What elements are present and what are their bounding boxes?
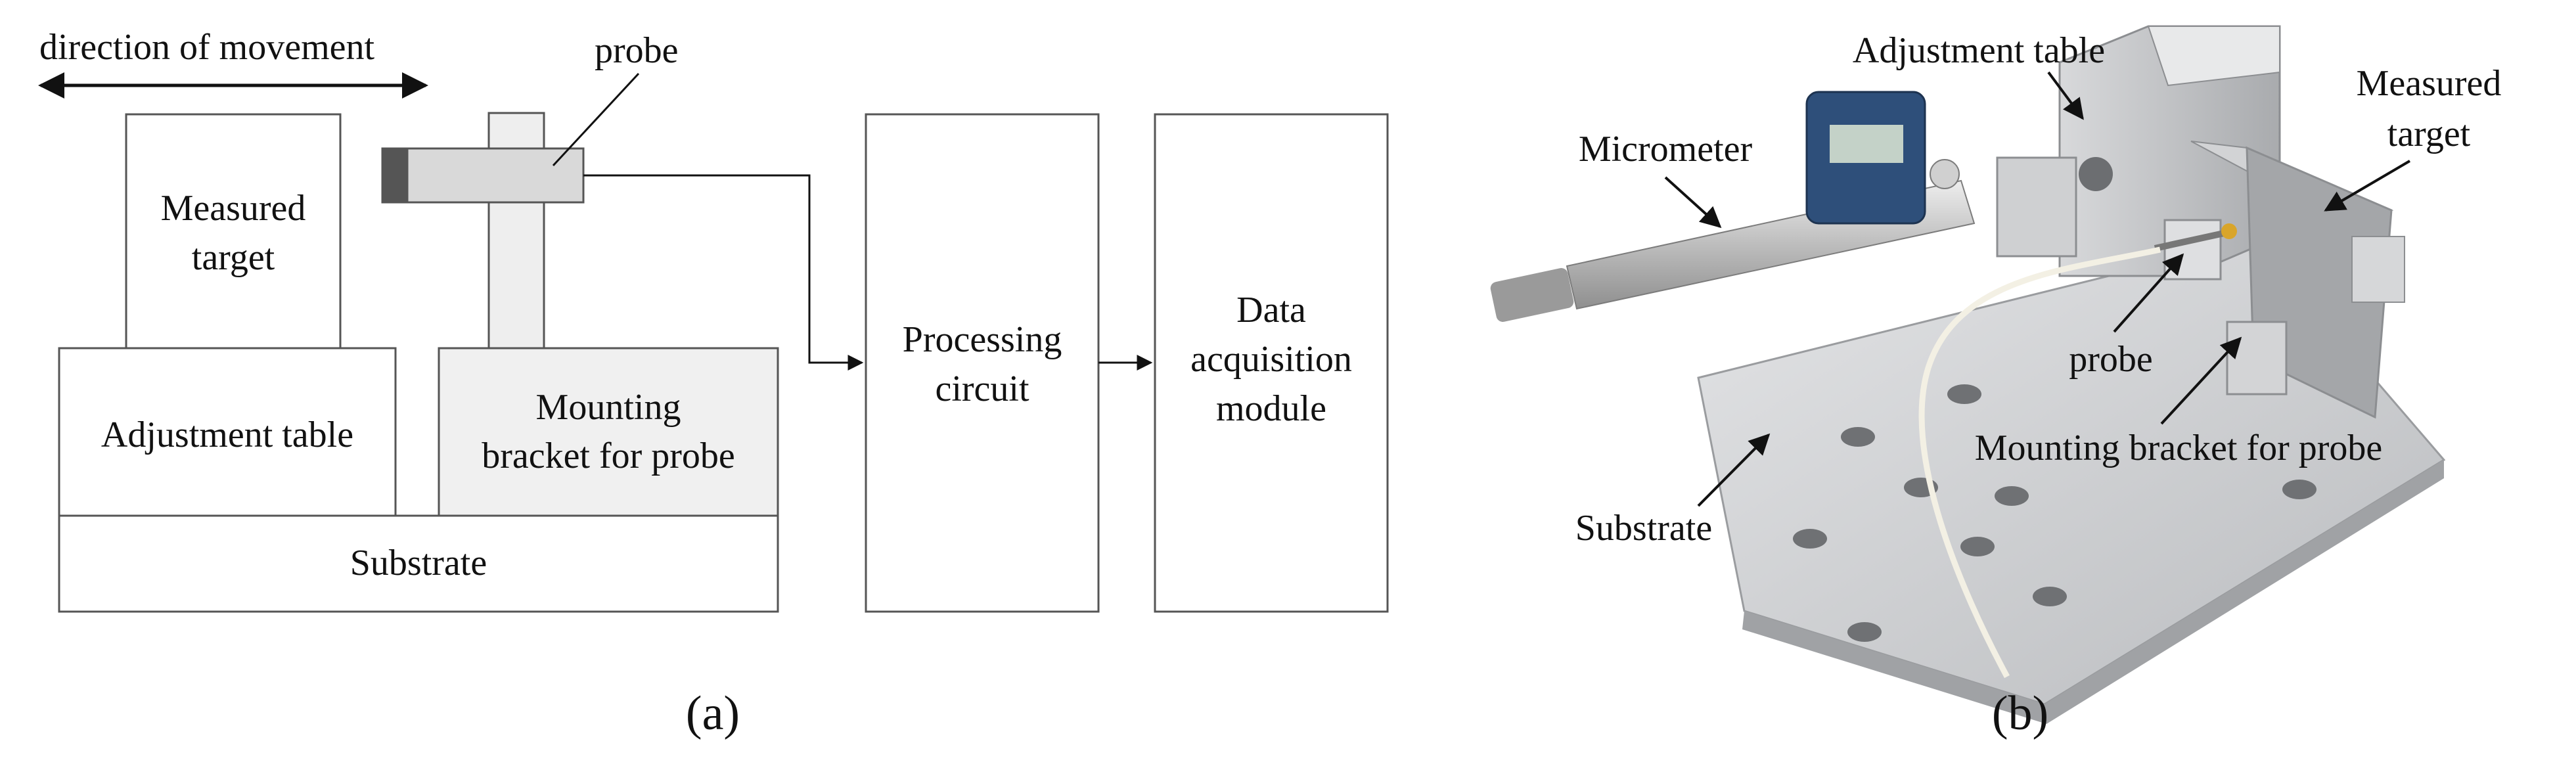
mounting-bracket-label-line2: bracket for probe — [482, 436, 735, 476]
data-acquisition-box — [1154, 113, 1389, 613]
probe-leader-line — [552, 72, 640, 167]
data-acquisition-label-line3: module — [1216, 388, 1326, 429]
substrate-label: Substrate — [350, 543, 487, 583]
direction-of-movement-label: direction of movement — [39, 27, 375, 68]
caption-b: (b) — [1992, 687, 2048, 740]
substrate-leader — [1697, 433, 1771, 507]
panel-b-photo: Adjustment table Micrometer Measured tar… — [1490, 25, 2502, 740]
micrometer-photo-label: Micrometer — [1579, 129, 1753, 169]
signal-connector — [583, 174, 864, 371]
micrometer — [1490, 91, 1976, 322]
mounting-bracket-box — [438, 347, 779, 517]
processing-circuit-box — [865, 113, 1100, 613]
processing-circuit-label-line1: Processing — [903, 319, 1062, 360]
probe-photo-leader — [2113, 253, 2184, 333]
probe-cable — [1918, 246, 2161, 679]
adjustment-table-photo-label: Adjustment table — [1853, 30, 2105, 71]
probe-mounting-bracket — [2154, 219, 2288, 395]
probe-label: probe — [595, 30, 679, 71]
measured-target-leader — [2324, 160, 2411, 212]
probe-tip — [381, 147, 409, 204]
measured-target-label-line1: Measured — [161, 188, 306, 229]
adjustment-table-leader — [2047, 71, 2084, 120]
probe-body — [406, 147, 585, 204]
mounting-bracket-photo-label: Mounting bracket for probe — [1975, 428, 2382, 468]
micrometer-leader — [1664, 176, 1722, 229]
panel-a-schematic: direction of movement Measured target Ad… — [38, 27, 1389, 740]
probe-photo-label: probe — [2069, 339, 2153, 380]
mounting-bracket-leader — [2160, 336, 2242, 425]
measured-target-label-line2: target — [192, 237, 275, 278]
data-acquisition-label-line2: acquisition — [1190, 339, 1352, 380]
substrate-box — [58, 514, 779, 613]
processing-circuit-label-line2: circuit — [935, 369, 1029, 409]
measured-target-photo-label-line2: target — [2387, 114, 2471, 154]
adjustment-table-label: Adjustment table — [101, 415, 353, 455]
caption-a: (a) — [686, 687, 740, 740]
measured-target-photo-label-line1: Measured — [2357, 63, 2502, 104]
measured-target-box — [125, 113, 342, 349]
data-acquisition-label-line1: Data — [1236, 290, 1306, 330]
mounting-bracket-label-line1: Mounting — [536, 387, 681, 428]
substrate-photo-label: Substrate — [1575, 508, 1712, 549]
